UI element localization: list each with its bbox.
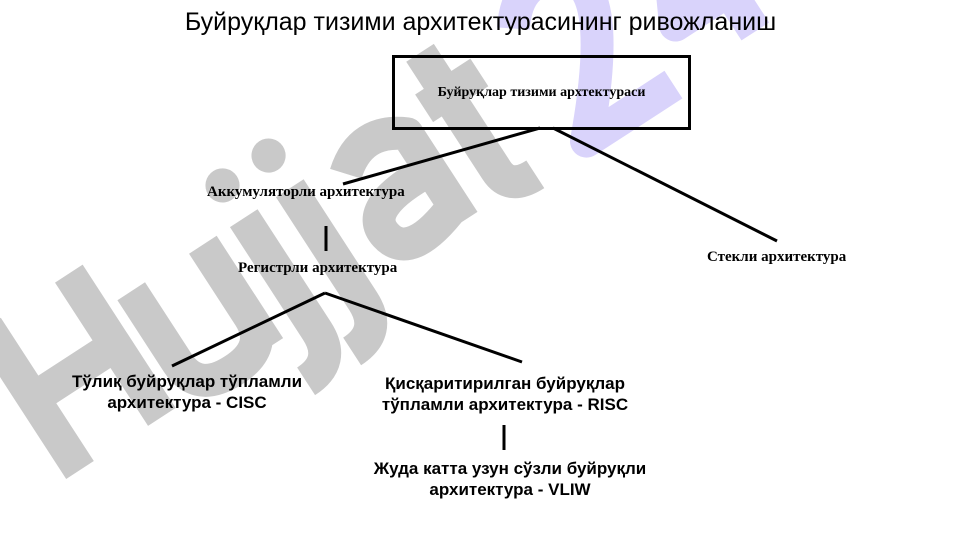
risc-line1: Қисқаритирилган буйруқлар — [385, 374, 625, 393]
risc-node: Қисқаритирилган буйруқлар тўпламли архит… — [355, 373, 655, 415]
stack-node: Стекли архитектура — [707, 249, 847, 265]
watermark-24 — [496, 0, 770, 158]
cisc-node: Тўлиқ буйруқлар тўпламли архитектура - C… — [53, 371, 321, 413]
connector-root-accumulator — [342, 126, 541, 186]
vliw-node: Жуда катта узун сўзли буйруқли архитекту… — [345, 458, 675, 500]
risc-line2: тўпламли архитектура - RISC — [381, 395, 629, 414]
vliw-line1: Жуда катта узун сўзли буйруқли — [373, 459, 647, 478]
root-node: Буйруқлар тизими архтектураси — [392, 55, 691, 130]
accumulator-node: Аккумуляторли архитектура — [207, 184, 405, 200]
watermark-hujjat — [0, 43, 545, 479]
connector-register-cisc — [171, 291, 326, 368]
root-label: Буйруқлар тизими архтектураси — [437, 84, 646, 100]
cisc-line1: Тўлиқ буйруқлар тўпламли — [71, 372, 303, 391]
cisc-line2: архитектура - CISC — [107, 393, 267, 412]
vliw-line2: архитектура - VLIW — [429, 480, 591, 499]
connector-root-stack — [552, 126, 778, 243]
register-node: Регистрли архитектура — [238, 260, 398, 276]
connector-register-risc — [324, 291, 523, 364]
slide-title: Буйруқлар тизими архитектурасининг ривож… — [184, 8, 777, 36]
